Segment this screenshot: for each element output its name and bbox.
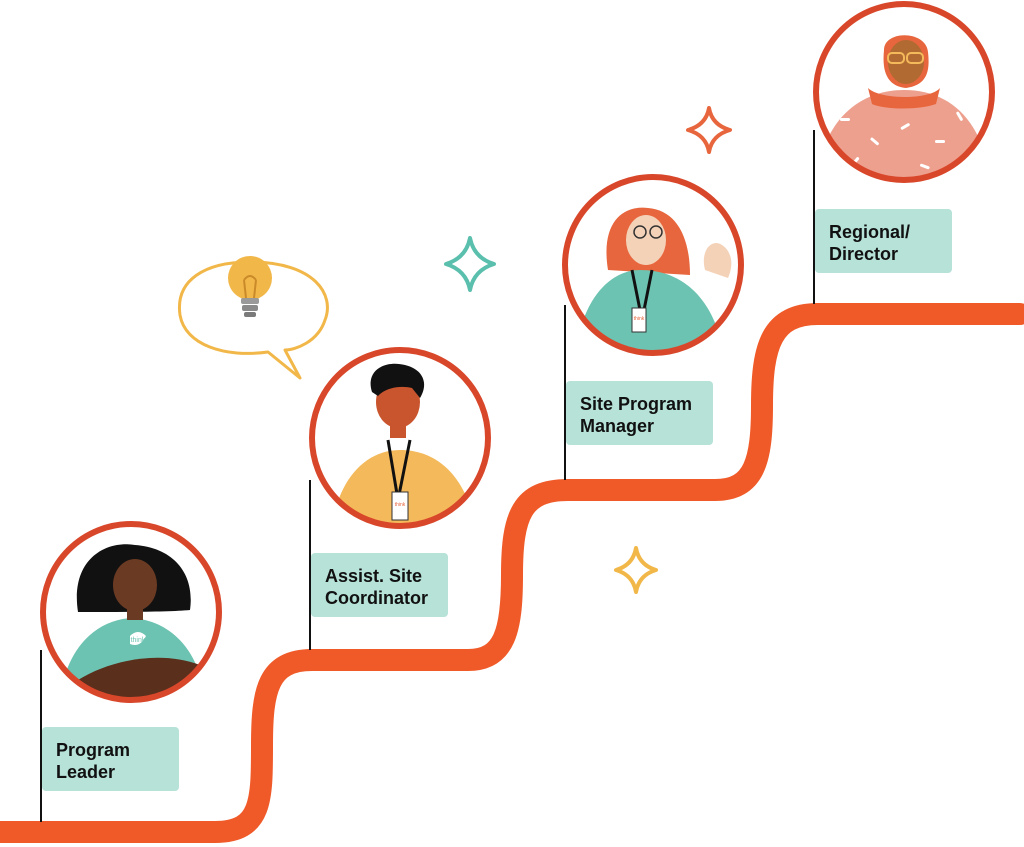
sparkle-icon-orange <box>686 106 732 154</box>
sparkle-icon-teal <box>444 236 496 292</box>
badge-text-2: think <box>634 316 645 322</box>
speech-bubble-icon <box>177 260 329 380</box>
staircase-path <box>0 303 1024 843</box>
step-label-regional-director: Regional/ Director <box>815 209 952 273</box>
step-label-program-leader: Program Leader <box>42 727 179 791</box>
avatar-assist-site-coordinator: think <box>309 347 491 529</box>
sparkle-icon-yellow <box>614 546 658 594</box>
step-label-site-program-manager: Site Program Manager <box>566 381 713 445</box>
avatar-program-leader: think <box>40 521 222 703</box>
avatar-site-program-manager: think <box>562 174 744 356</box>
shirt-badge-text: think <box>131 637 146 644</box>
avatar-regional-director <box>813 1 995 183</box>
badge-text: think <box>395 502 406 508</box>
step-label-assist-site-coordinator: Assist. Site Coordinator <box>311 553 448 617</box>
lightbulb-icon <box>228 256 272 317</box>
